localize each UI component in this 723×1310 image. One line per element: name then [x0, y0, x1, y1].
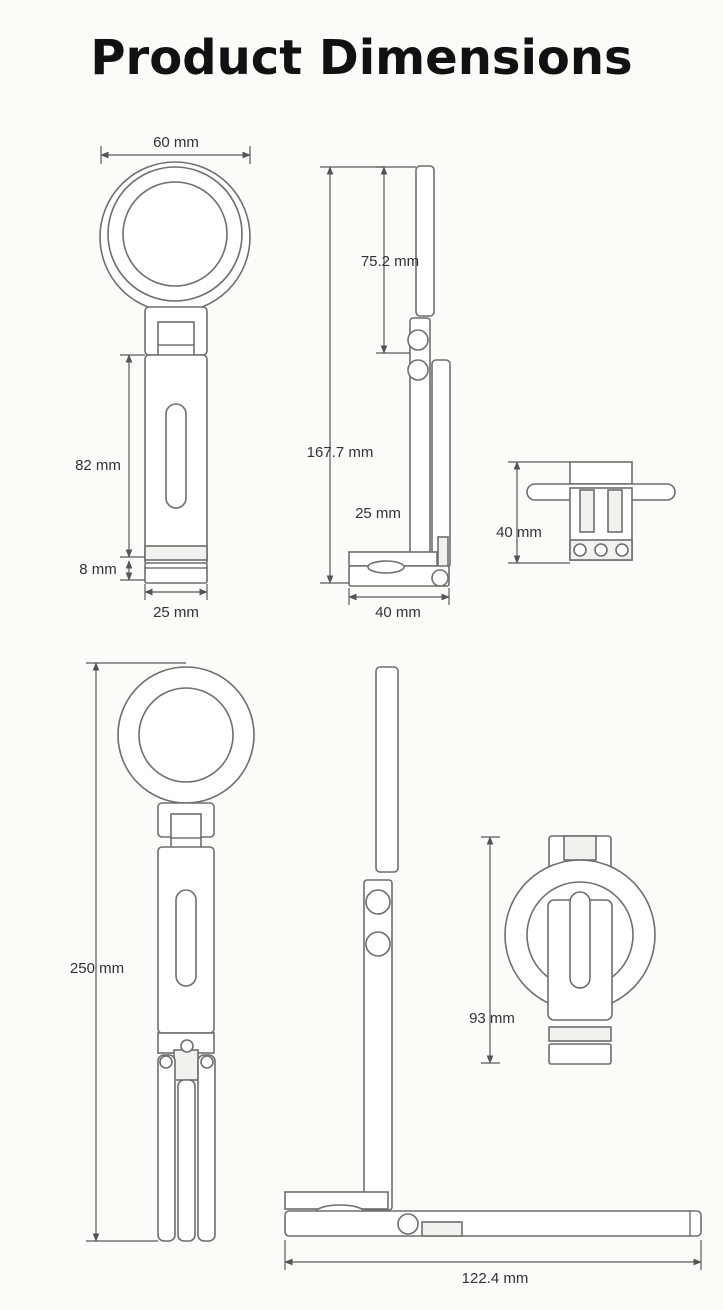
top-view-folded [526, 461, 676, 561]
dim-side-total-height: 167.7 mm [307, 444, 374, 461]
dim-front-arm-height: 82 mm [75, 457, 121, 474]
page-title: Product Dimensions [90, 30, 633, 86]
front-extended-dimension-lines [86, 662, 186, 1242]
front-view-dimension-lines [100, 146, 251, 600]
ring-view-dimension-lines [481, 836, 500, 1064]
dim-side-inner: 25 mm [355, 505, 401, 522]
dim-side-base-width: 40 mm [375, 604, 421, 621]
dim-front-width: 60 mm [153, 134, 199, 151]
top-view-dimension-lines [508, 461, 570, 564]
dim-top-view-depth: 40 mm [496, 524, 542, 541]
side-view-dimension-lines [320, 166, 450, 605]
side-view-extended [284, 666, 702, 1237]
ring-view [504, 835, 656, 1065]
dim-extended-height: 250 mm [70, 960, 124, 977]
dim-ring-height: 93 mm [469, 1010, 515, 1027]
dim-front-base-height: 8 mm [79, 561, 117, 578]
dim-front-base-width: 25 mm [153, 604, 199, 621]
front-view-folded [99, 161, 251, 584]
side-view-folded [348, 165, 451, 587]
dim-extended-length: 122.4 mm [462, 1270, 529, 1287]
side-extended-dimension-lines [284, 1240, 702, 1270]
dim-side-top-arm: 75.2 mm [361, 253, 419, 270]
front-view-extended [117, 666, 255, 1242]
